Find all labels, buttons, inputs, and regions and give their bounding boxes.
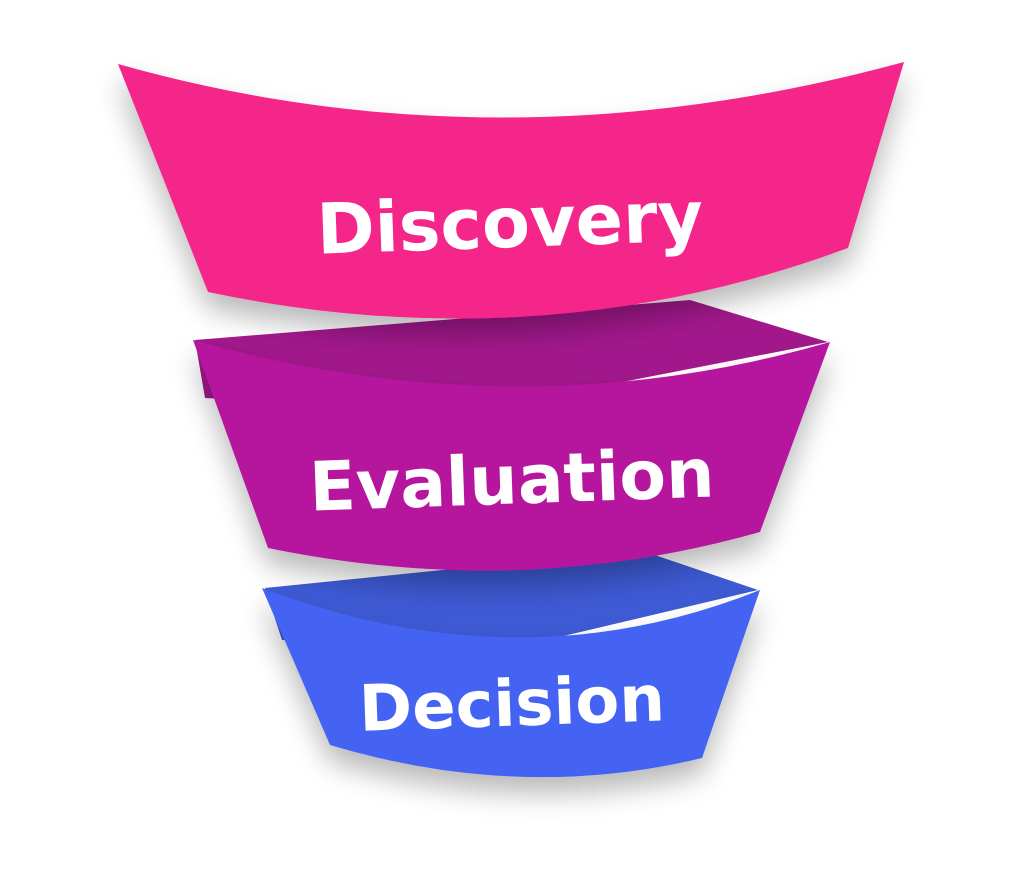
discovery-band [118, 62, 904, 319]
decision-label: Decision [358, 662, 666, 747]
discovery-label: Discovery [315, 175, 704, 270]
evaluation-band [193, 340, 830, 571]
evaluation-label: Evaluation [308, 435, 716, 528]
decision-band [262, 588, 760, 778]
